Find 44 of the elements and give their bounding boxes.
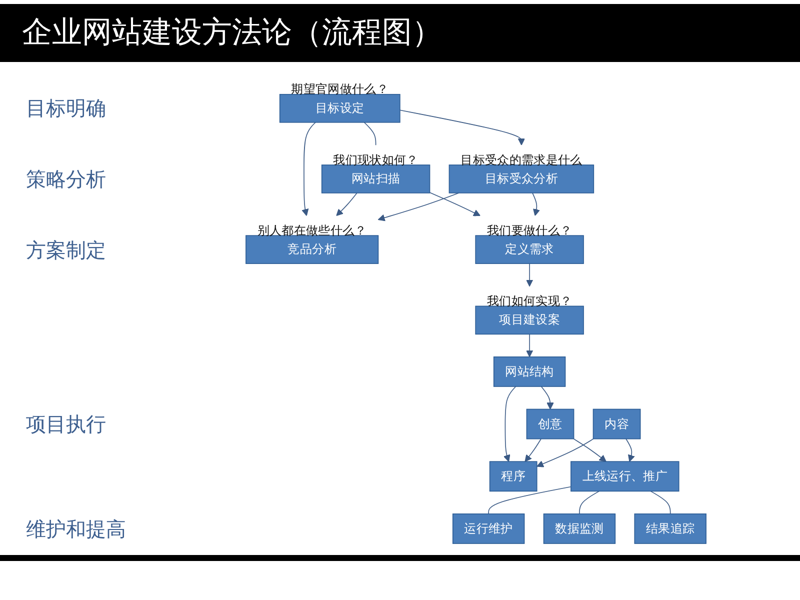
title: 企业网站建设方法论（流程图）	[22, 14, 442, 52]
phase-label: 目标明确	[26, 95, 106, 122]
arrow	[378, 192, 460, 222]
arrow	[536, 438, 594, 468]
node-box: 运行维护	[452, 513, 525, 544]
node-label: 期望官网做什么？	[291, 82, 389, 96]
node-box: 创意	[526, 408, 574, 440]
connector	[364, 122, 376, 146]
node-label: 别人都在做些什么？	[257, 222, 367, 238]
node-box: 定义需求	[475, 235, 584, 264]
node-box: 网站结构	[493, 356, 566, 387]
arrow	[526, 263, 534, 287]
node-label: 目标受众的需求是什么	[460, 152, 582, 167]
connector	[579, 490, 600, 514]
arrow	[503, 386, 516, 462]
node-box: 网站扫描	[321, 164, 430, 194]
node-box: 内容	[592, 408, 641, 440]
node-box: 目标设定	[279, 94, 400, 123]
node-box: 数据监测	[543, 513, 616, 544]
node-box: 项目建设案	[475, 306, 584, 335]
connector	[650, 490, 671, 514]
node-box: 竞品分析	[246, 235, 379, 264]
node-box: 目标受众分析	[448, 164, 594, 194]
node-box: 结果追踪	[634, 513, 706, 544]
arrow	[336, 192, 358, 216]
arrow	[532, 192, 540, 216]
phase-label: 维护和提高	[26, 516, 126, 542]
arrow	[526, 334, 534, 358]
arrow	[429, 192, 480, 216]
arrow	[524, 438, 542, 462]
arrow	[302, 122, 316, 216]
node-label: 我们如何实现？	[486, 294, 572, 308]
node-box: 上线运行、推广	[570, 461, 680, 492]
arrow	[573, 438, 606, 462]
node-label: 我们现状如何？	[333, 152, 418, 167]
connector	[488, 486, 572, 514]
node-box: 程序	[489, 461, 538, 492]
arrow	[540, 386, 554, 410]
arrow	[400, 110, 525, 146]
phase-label: 策略分析	[26, 166, 106, 192]
phase-label: 项目执行	[26, 411, 106, 438]
arrow	[626, 438, 635, 462]
phase-label: 方案制定	[26, 236, 106, 263]
node-label: 我们要做什么？	[486, 222, 572, 238]
